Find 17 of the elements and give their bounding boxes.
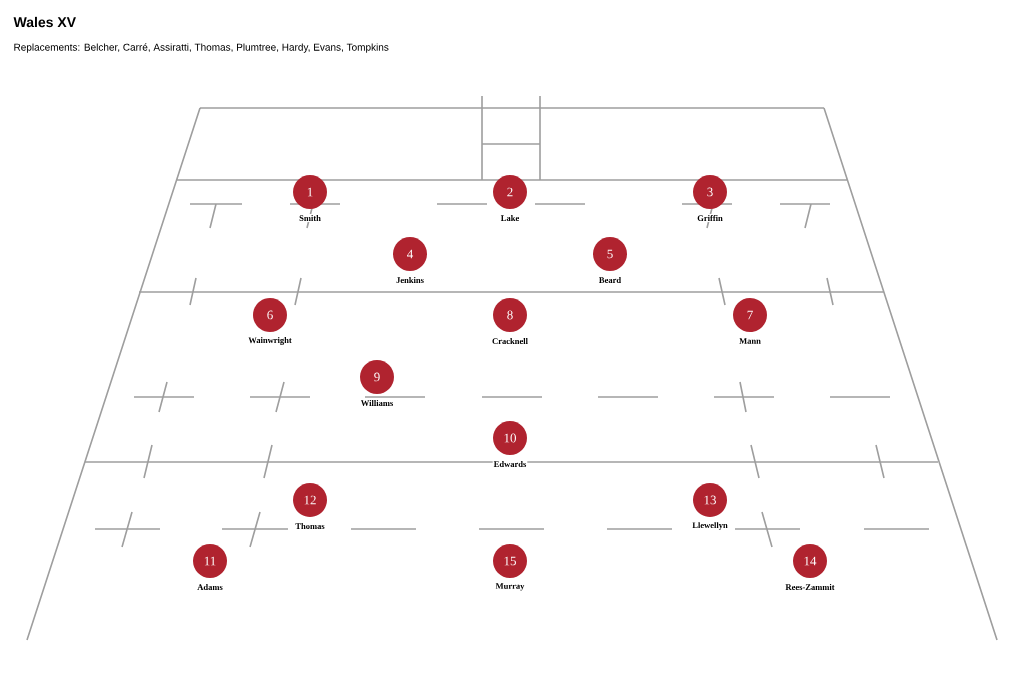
player-name: Lake: [499, 214, 521, 222]
player-name: Mann: [738, 337, 762, 345]
player-name: Beard: [597, 276, 623, 284]
player-name: Thomas: [294, 522, 326, 530]
player-name: Rees-Zammit: [784, 583, 836, 591]
player-name: Griffin: [696, 213, 724, 223]
player-name: Smith: [298, 214, 322, 222]
player-name: Jenkins: [395, 276, 425, 284]
player-name: Williams: [359, 399, 395, 407]
player-name: Llewellyn: [691, 521, 729, 531]
replacements-note: Replacements: Belcher, Carré, Assiratti, Thomas, Plumtree, Hardy, Evans, Tompkins: [14, 43, 389, 53]
player-name: Adams: [196, 583, 224, 591]
player-name: Edwards: [492, 460, 528, 468]
player-name: Murray: [494, 582, 526, 592]
title: Wales XV: [13, 16, 76, 28]
player-name: Wainwright: [247, 336, 293, 346]
player-name: Cracknell: [491, 337, 529, 345]
